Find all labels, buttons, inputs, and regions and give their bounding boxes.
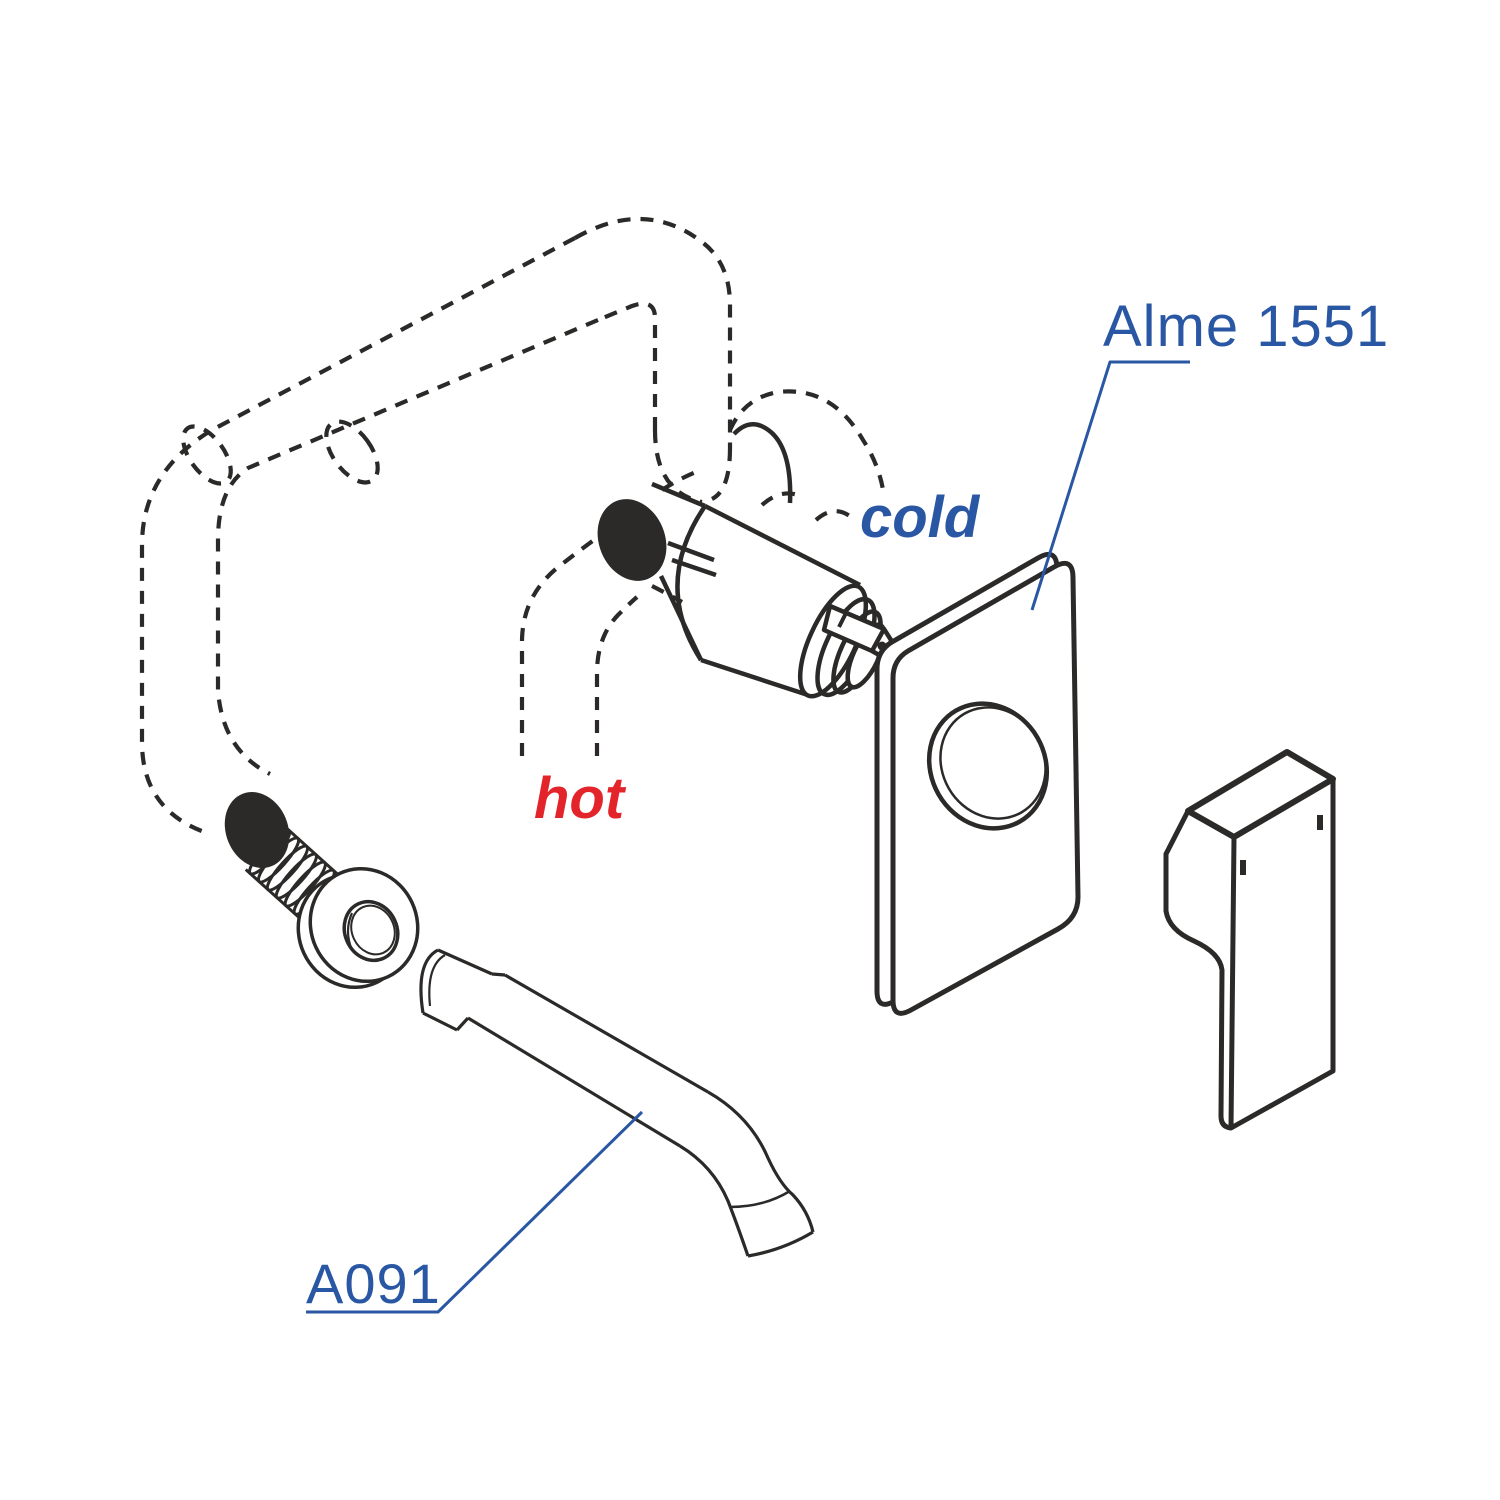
thread-coil (265, 844, 310, 892)
neck-facet-2 (667, 540, 715, 563)
spout-thread-cap (419, 948, 439, 1014)
pipe-top-elbow-outer (573, 216, 733, 448)
spout-mouth (747, 1230, 814, 1258)
thread-coil (256, 836, 301, 884)
hot-label: hot (534, 766, 627, 831)
spout-tube-upper (504, 973, 709, 1094)
stem-slot-tick (837, 610, 849, 628)
stem-tip-edge (870, 627, 886, 653)
mixer-cartridge (597, 422, 894, 699)
pipe-top-elbow-inner (597, 301, 658, 430)
spout-step-upper (491, 972, 506, 977)
cartridge-bottom-edge (700, 657, 809, 698)
plate-leader-line (1030, 360, 1190, 611)
cold-stub-2 (814, 509, 853, 522)
pipe-ubend-left (652, 429, 703, 505)
concealed-pipes-dashed (139, 216, 887, 836)
leader-lines (306, 360, 1190, 1314)
spout-bend-inner (679, 1144, 750, 1257)
plate-model-label: Alme 1551 (1103, 294, 1389, 359)
spout-bend-outer (707, 1090, 815, 1233)
pipe-coupling-ring (324, 419, 380, 485)
washer-inner-arc (346, 912, 354, 951)
cold-stub-1 (760, 491, 804, 507)
supply-pipe-end (224, 792, 290, 868)
pipe-diagonal-lower-edge (215, 318, 599, 776)
lineart-root (139, 216, 1336, 1314)
washer-hole-chamfer (350, 904, 396, 956)
spout-step-lower (455, 1016, 470, 1032)
spout-thread-upper (437, 948, 493, 976)
thread-coil (283, 860, 327, 908)
spout-thread-lower (422, 1011, 458, 1032)
thread-coil (248, 828, 292, 876)
cartridge-back-cap (675, 504, 707, 662)
washer-ring (296, 866, 420, 990)
cartridge-top-edge (703, 503, 862, 588)
cold-supply-arc (728, 389, 887, 497)
spout-aerator-line (729, 1189, 791, 1209)
spout-model-label: A091 (306, 1252, 441, 1315)
hot-supply-left (519, 535, 600, 756)
neck-facet-1 (651, 481, 706, 509)
spout-leader-line (306, 1110, 644, 1314)
wall-plate (874, 551, 1081, 1016)
handle-side-profile (1163, 809, 1232, 1131)
thread-coil (274, 852, 318, 900)
spout-thread-relief (428, 954, 446, 1007)
lever-handle (1163, 749, 1336, 1131)
top-port-arc (732, 422, 793, 504)
pipe-diagonal-upper-edge (139, 236, 576, 836)
pipe-elbow-ring (181, 424, 233, 486)
handle-top-face (1185, 749, 1336, 840)
pipe-ubend-right (710, 447, 733, 501)
cold-label: cold (860, 485, 981, 550)
wall-spout (419, 948, 815, 1258)
hot-inlet-port (597, 499, 667, 581)
spout-tube-lower (467, 1016, 681, 1148)
hot-supply-right (594, 595, 639, 756)
plate-hole-inner (939, 706, 1047, 820)
